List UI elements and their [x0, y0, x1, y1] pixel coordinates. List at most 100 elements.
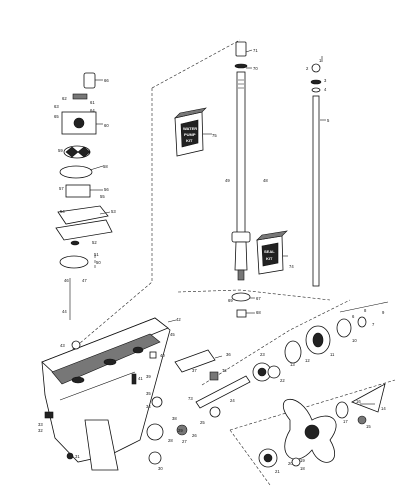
driveshaft-bushing — [235, 41, 247, 57]
callout-15: 15 — [366, 424, 371, 429]
pump-liner — [65, 184, 91, 198]
callout-48: 48 — [263, 178, 268, 183]
callout-64: 64 — [90, 108, 95, 113]
callout-labels: 1 2 3 4 5 6 7 8 9 10 11 12 13 14 15 16 1… — [38, 48, 386, 474]
pump-seal-ring — [59, 255, 89, 269]
thrust-hub-bore — [263, 453, 273, 463]
callout-54: 54 — [60, 209, 65, 214]
water-pump-kit-box: WATER PUMP KIT — [174, 107, 207, 157]
shift-cam — [209, 371, 219, 381]
seal-kit-line1: SEAL — [264, 249, 275, 254]
pump-oring — [70, 240, 80, 246]
washer-left — [71, 340, 81, 350]
callout-38: 38 — [172, 416, 177, 421]
forward-gear-hub — [257, 367, 267, 377]
leader-top — [151, 39, 241, 89]
callout-33: 33 — [38, 422, 43, 427]
carrier-bolt — [339, 301, 389, 313]
callout-42: 42 — [176, 317, 181, 322]
callout-69: 69 — [228, 298, 233, 303]
callout-35: 35 — [146, 391, 151, 396]
callout-17: 17 — [343, 419, 348, 424]
prop-nut — [357, 415, 367, 425]
callout-34: 34 — [146, 404, 151, 409]
callout-59: 59 — [58, 148, 63, 153]
callout-14: 14 — [381, 406, 386, 411]
shift-bracket — [174, 349, 216, 373]
propeller-hub — [304, 424, 320, 440]
bearing-carrier-bore — [312, 332, 324, 348]
callout-29: 29 — [178, 428, 183, 433]
gearcase-contour — [59, 371, 136, 401]
nut-deck — [149, 351, 157, 359]
callout-73: 73 — [188, 396, 193, 401]
callout-49: 49 — [225, 178, 230, 183]
driveshaft-collar — [231, 231, 251, 243]
propeller-group — [258, 383, 386, 468]
callout-30: 30 — [158, 466, 163, 471]
callout-47: 47 — [82, 278, 87, 283]
pinion-nut — [176, 424, 188, 436]
callout-74: 74 — [289, 264, 294, 269]
callout-40: 40 — [160, 353, 165, 358]
driveshaft-ring — [234, 63, 248, 69]
callout-7: 7 — [372, 322, 375, 327]
callout-25: 25 — [200, 420, 205, 425]
thrust-bearing — [267, 365, 281, 379]
callout-52: 52 — [92, 240, 97, 245]
seal-kit-label-bg — [261, 242, 279, 267]
leader-bottom-right-top — [229, 379, 396, 431]
callout-21: 21 — [275, 469, 280, 474]
driveshaft-pinion-end — [237, 269, 245, 281]
pinion-gear — [146, 423, 164, 441]
callout-31: 31 — [75, 454, 80, 459]
kit-box-top — [174, 107, 207, 119]
callout-26: 26 — [192, 433, 197, 438]
gearcase-skeg — [84, 419, 119, 471]
drain-screw — [66, 452, 74, 460]
callout-8: 8 — [364, 308, 367, 313]
carrier-seal — [357, 316, 367, 328]
callout-32: 32 — [38, 428, 43, 433]
impeller — [65, 146, 91, 158]
seal-kit-box: SEAL KIT — [256, 230, 288, 275]
reverse-gear — [284, 340, 302, 364]
kit-box-line1: WATER — [183, 126, 197, 131]
kit-box-line3: KIT — [186, 138, 193, 143]
callout-3: 3 — [324, 78, 327, 83]
callout-2: 2 — [306, 66, 309, 71]
callout-70: 70 — [253, 66, 258, 71]
gearcase-port-3 — [132, 346, 144, 354]
callout-24: 24 — [230, 398, 235, 403]
callout-51: 51 — [94, 252, 99, 257]
shift-pin-washer — [151, 396, 163, 408]
callout-12: 12 — [305, 358, 310, 363]
callout-18: 18 — [300, 466, 305, 471]
callout-57: 57 — [59, 186, 64, 191]
callout-46: 46 — [64, 278, 69, 283]
callout-72: 72 — [222, 368, 227, 373]
shift-rod-assembly — [310, 56, 323, 287]
bearing-carrier-row — [267, 301, 389, 379]
prop-washer — [291, 457, 301, 467]
callout-43: 43 — [60, 343, 65, 348]
callout-65: 65 — [54, 114, 59, 119]
pump-seal — [72, 93, 88, 100]
callout-5: 5 — [327, 118, 330, 123]
callout-6: 6 — [352, 314, 355, 319]
callout-16: 16 — [356, 399, 361, 404]
shift-rod-nut — [311, 63, 321, 73]
callout-61: 61 — [90, 100, 95, 105]
gearcase-housing — [41, 317, 171, 471]
propeller-shaft — [195, 375, 251, 409]
callout-20: 20 — [288, 461, 293, 466]
callout-63: 63 — [54, 104, 59, 109]
driveshaft-washer — [231, 292, 251, 302]
callout-67: 67 — [256, 296, 261, 301]
callout-19: 19 — [300, 458, 305, 463]
callout-28: 28 — [168, 438, 173, 443]
gearcase-deck-shade — [51, 333, 161, 385]
callout-39: 39 — [146, 374, 151, 379]
callout-53: 53 — [111, 209, 116, 214]
